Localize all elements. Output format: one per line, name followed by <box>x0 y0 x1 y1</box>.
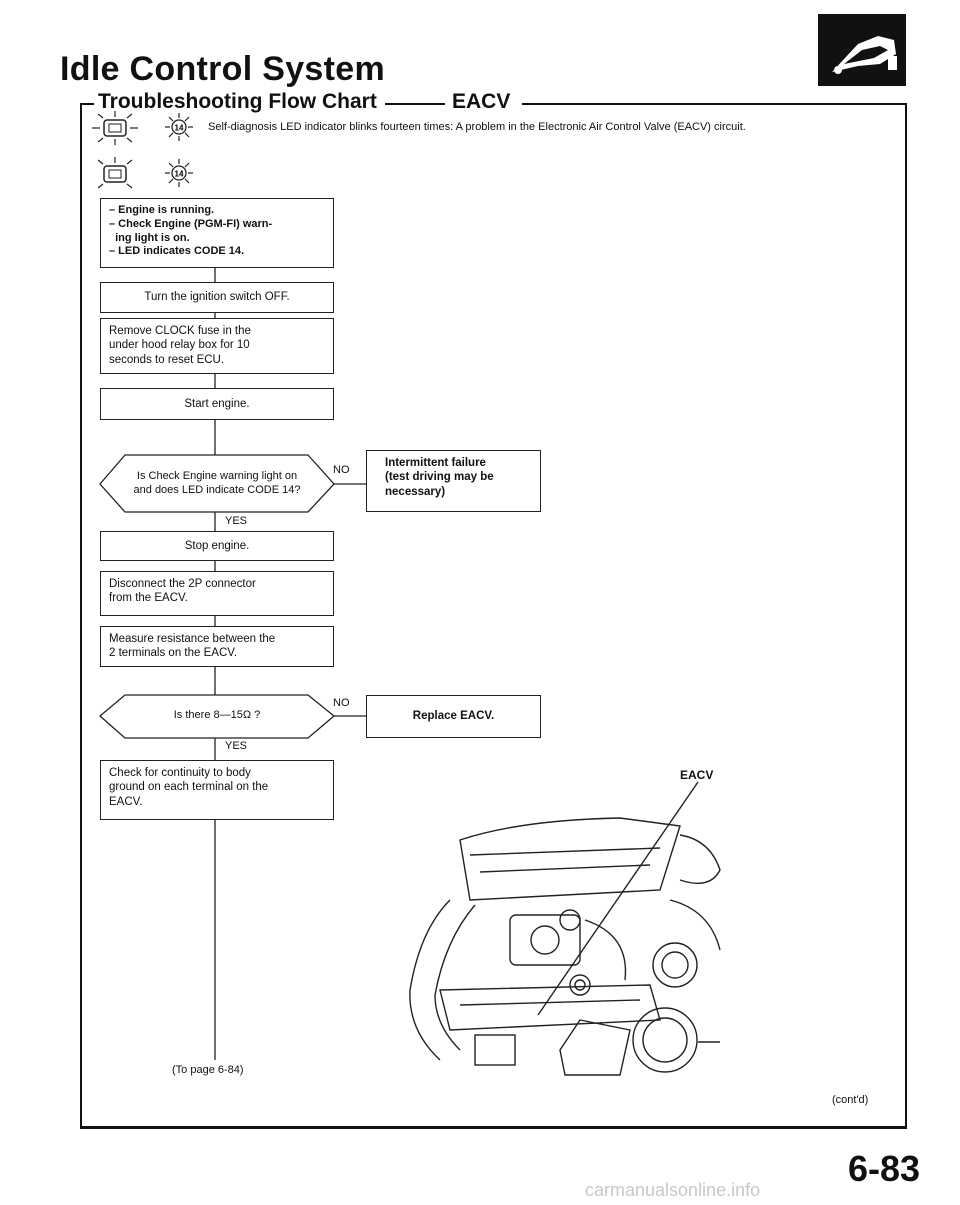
step-stop-engine-text: Stop engine. <box>184 539 250 552</box>
frame-right <box>905 103 907 1127</box>
eacv-engine-illustration <box>409 781 721 1076</box>
page-title: Idle Control System <box>60 50 385 88</box>
step-continuity-line-1: Check for continuity to body <box>109 767 251 779</box>
page-number: 6-83 <box>848 1148 921 1189</box>
to-page-note: (To page 6-84) <box>172 1064 244 1076</box>
decision-1-no-label: NO <box>333 464 350 476</box>
step-continuity-line-3: EACV. <box>109 795 143 808</box>
decision-2-text: Is there 8—15Ω ? <box>122 709 312 723</box>
led-code-icon-2: 14 <box>164 158 194 188</box>
svg-text:14: 14 <box>175 124 184 133</box>
eacv-label: EACV <box>680 768 714 782</box>
watermark: carmanualsonline.info <box>585 1180 761 1200</box>
step-continuity-line-2: ground on each terminal on the <box>109 781 269 794</box>
step-measure-line-2: 2 terminals on the EACV. <box>109 647 238 660</box>
conditions-box: – Engine is running. – Check Engine (PGM… <box>100 198 334 268</box>
led-code-icon: 14 <box>164 112 194 142</box>
frame-top-mid <box>385 103 445 105</box>
step-disconnect: Disconnect the 2P connector from the EAC… <box>100 571 334 616</box>
decision-1-line-1: Is Check Engine warning light on <box>136 470 298 482</box>
decision-2-line: Is there 8—15Ω ? <box>173 709 261 721</box>
contd-note: (cont'd) <box>832 1094 869 1106</box>
step-measure: Measure resistance between the 2 termina… <box>100 626 334 667</box>
intermittent-line-1: Intermittent failure <box>385 457 486 469</box>
decision-2-no-label: NO <box>333 697 350 709</box>
condition-2: – Check Engine (PGM-FI) warn- <box>109 217 273 230</box>
step-disconnect-line-1: Disconnect the 2P connector <box>109 578 256 590</box>
section-title: Troubleshooting Flow Chart <box>98 90 377 113</box>
check-engine-blinking-icon <box>88 110 142 146</box>
decision-2-shape <box>99 694 336 739</box>
intermittent-line-2: (test driving may be <box>385 471 494 484</box>
step-start-engine: Start engine. <box>100 388 334 420</box>
intermittent-failure-box: Intermittent failure (test driving may b… <box>366 450 541 512</box>
frame-top-right <box>522 103 906 105</box>
decision-1-text: Is Check Engine warning light on and doe… <box>122 470 312 498</box>
intro-description: Self-diagnosis LED indicator blinks four… <box>208 121 746 133</box>
condition-3: ing light is on. <box>109 231 190 244</box>
step-stop-engine: Stop engine. <box>100 531 334 561</box>
step-remove-fuse-line-3: seconds to reset ECU. <box>109 353 225 366</box>
svg-text:14: 14 <box>175 170 184 179</box>
decision-2-yes-label: YES <box>225 740 248 752</box>
step-disconnect-line-2: from the EACV. <box>109 592 188 605</box>
replace-eacv-text: Replace EACV. <box>412 710 495 723</box>
step-measure-line-1: Measure resistance between the <box>109 633 276 645</box>
decision-1-yes-label: YES <box>225 515 248 527</box>
frame-bottom <box>80 1126 907 1129</box>
step-ignition-off-text: Turn the ignition switch OFF. <box>144 291 290 304</box>
condition-4: – LED indicates CODE 14. <box>109 245 245 258</box>
frame-left <box>80 103 82 1127</box>
step-start-engine-text: Start engine. <box>184 397 250 410</box>
step-continuity: Check for continuity to body ground on e… <box>100 760 334 820</box>
decision-1-line-2: and does LED indicate CODE 14? <box>133 483 301 496</box>
section-subtitle: EACV <box>452 90 511 113</box>
frame-top-left <box>80 103 94 105</box>
step-ignition-off: Turn the ignition switch OFF. <box>100 282 334 313</box>
decision-1-shape <box>99 454 335 513</box>
replace-eacv-box: Replace EACV. <box>366 695 541 738</box>
step-remove-fuse-line-1: Remove CLOCK fuse in the <box>109 325 251 337</box>
step-remove-fuse-line-2: under hood relay box for 10 <box>109 339 250 352</box>
intermittent-line-3: necessary) <box>385 485 446 498</box>
engine-tab-icon <box>818 14 906 86</box>
condition-1: – Engine is running. <box>109 204 215 216</box>
step-remove-fuse: Remove CLOCK fuse in the under hood rela… <box>100 318 334 374</box>
check-engine-icon <box>88 156 142 192</box>
